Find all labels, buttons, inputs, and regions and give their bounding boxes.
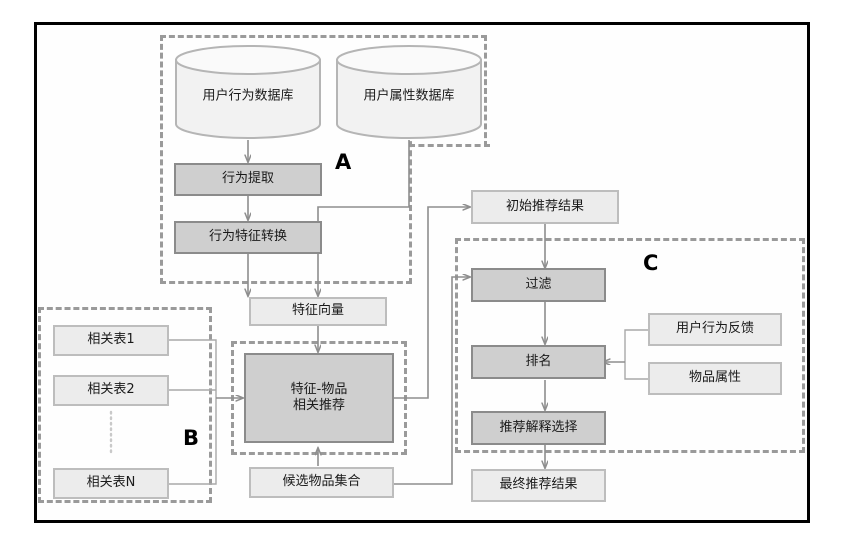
node-user-behavior-feedback-label: 用户行为反馈 (675, 321, 754, 337)
group-label-c: C (643, 251, 659, 275)
node-filter[interactable]: 过滤 (471, 268, 606, 302)
node-behavior-feature-transform-label: 行为特征转换 (208, 229, 287, 245)
cylinder-shape-icon (175, 45, 321, 139)
group-region-a-top-step (409, 144, 490, 147)
database-user-attribute-label: 用户属性数据库 (363, 88, 455, 104)
database-user-behavior[interactable]: 用户行为数据库 (174, 44, 322, 140)
node-recommend-explanation-select[interactable]: 推荐解释选择 (471, 411, 606, 445)
node-related-table-n[interactable]: 相关表N (53, 468, 169, 499)
node-recommend-explanation-select-label: 推荐解释选择 (499, 419, 578, 435)
node-related-table-2-label: 相关表2 (87, 382, 135, 398)
node-ranking-label: 排名 (525, 353, 552, 369)
node-filter-label: 过滤 (525, 276, 552, 292)
group-label-b: B (183, 426, 200, 450)
node-behavior-extraction-label: 行为提取 (221, 171, 274, 187)
node-related-table-n-label: 相关表N (86, 475, 136, 491)
node-initial-recommend-result-label: 初始推荐结果 (505, 198, 584, 214)
node-item-attribute[interactable]: 物品属性 (648, 362, 782, 395)
group-region-a-top (160, 35, 487, 147)
node-behavior-feature-transform[interactable]: 行为特征转换 (174, 221, 322, 254)
node-feature-item-recommend-label-line2: 相关推荐 (292, 398, 345, 413)
node-related-table-2[interactable]: 相关表2 (53, 375, 169, 406)
node-feature-vector[interactable]: 特征向量 (249, 297, 387, 326)
node-user-behavior-feedback[interactable]: 用户行为反馈 (648, 313, 782, 346)
node-feature-vector-label: 特征向量 (291, 303, 344, 319)
node-feature-item-recommend-label-line1: 特征-物品 (290, 381, 348, 397)
node-final-recommend-result[interactable]: 最终推荐结果 (471, 469, 606, 502)
node-related-table-1[interactable]: 相关表1 (53, 325, 169, 356)
node-ranking[interactable]: 排名 (471, 345, 606, 379)
node-initial-recommend-result[interactable]: 初始推荐结果 (471, 190, 619, 224)
group-region-a-body (160, 132, 412, 284)
node-candidate-item-set-label: 候选物品集合 (282, 474, 361, 490)
node-final-recommend-result-label: 最终推荐结果 (499, 477, 578, 493)
node-feature-item-recommend[interactable]: 特征-物品 相关推荐 (244, 353, 394, 443)
database-user-attribute[interactable]: 用户属性数据库 (335, 44, 483, 140)
cylinder-shape-icon (336, 45, 482, 139)
node-behavior-extraction[interactable]: 行为提取 (174, 163, 322, 196)
node-candidate-item-set[interactable]: 候选物品集合 (249, 467, 394, 498)
node-related-table-1-label: 相关表1 (87, 332, 135, 348)
database-user-behavior-label: 用户行为数据库 (202, 88, 294, 104)
node-item-attribute-label: 物品属性 (688, 370, 741, 386)
group-label-a: A (335, 150, 352, 174)
